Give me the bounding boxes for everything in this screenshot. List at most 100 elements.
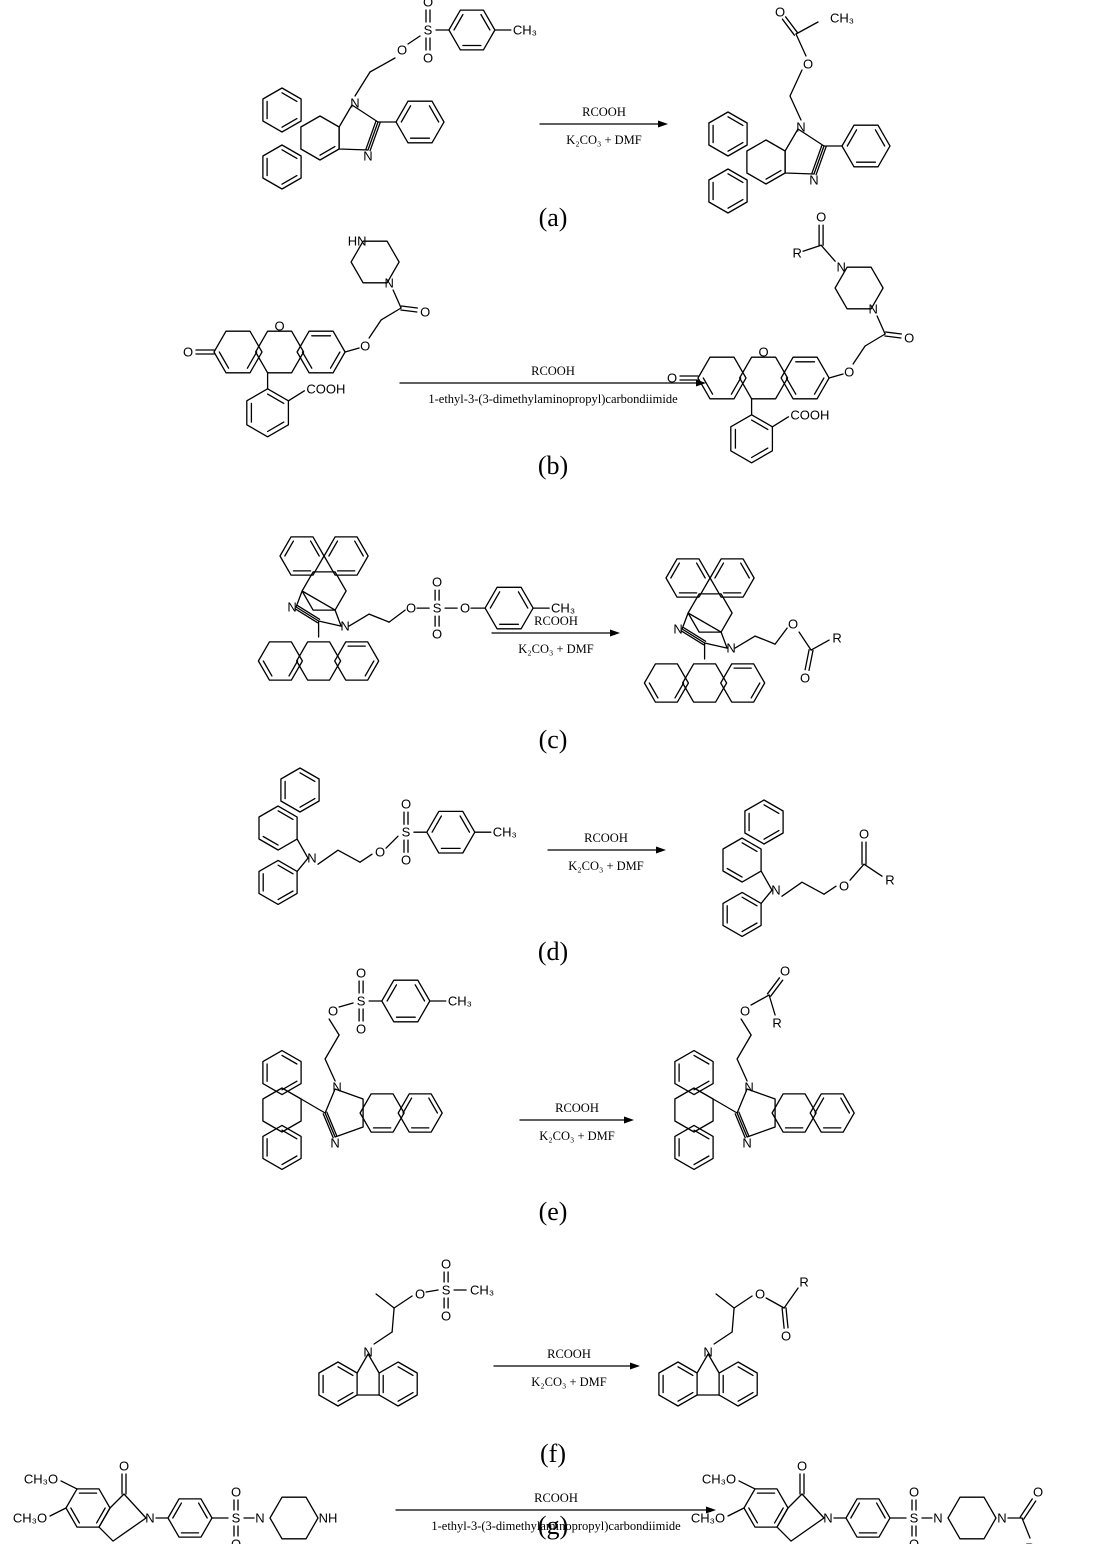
arrow-head xyxy=(610,629,620,637)
carboxyl-group: COOH xyxy=(306,381,345,396)
bond xyxy=(852,345,866,365)
aromatic-ring xyxy=(665,558,711,598)
bond xyxy=(296,838,309,859)
aromatic-double-bond xyxy=(648,682,659,699)
aromatic-double-bond xyxy=(741,896,758,907)
piperazine-ring xyxy=(834,266,884,310)
aromatic-double-bond xyxy=(301,351,313,369)
double-bond xyxy=(734,1113,746,1139)
sulfonyl-oxygen: O xyxy=(356,1022,366,1037)
bond xyxy=(760,889,773,905)
aromatic-ring xyxy=(254,330,305,374)
carbonyl-oxygen: O xyxy=(183,345,193,360)
carbonyl-oxygen: O xyxy=(781,1329,791,1344)
aromatic-ring xyxy=(334,641,380,681)
ring-oxygen: O xyxy=(275,319,285,334)
aromatic-ring xyxy=(743,1488,789,1528)
bond xyxy=(60,1480,78,1490)
aromatic-double-bond xyxy=(714,562,725,579)
aromatic-double-bond xyxy=(70,1507,81,1524)
nitrogen-atom: N xyxy=(726,641,735,656)
aromatic-ring xyxy=(681,663,728,703)
panel-label: (f) xyxy=(540,1439,566,1468)
oxygen-atom: O xyxy=(397,43,407,58)
bond xyxy=(828,373,844,379)
double-bond xyxy=(365,120,377,150)
bond xyxy=(354,71,371,97)
sulfonyl-oxygen: O xyxy=(909,1537,919,1544)
ether-oxygen: O xyxy=(406,601,416,616)
double-bond xyxy=(781,1307,785,1329)
sulfur-atom: S xyxy=(442,1283,451,1298)
ether-oxygen: O xyxy=(375,845,385,860)
double-bond xyxy=(766,977,781,995)
five-membered-ring xyxy=(98,1493,147,1542)
aromatic-double-bond xyxy=(266,421,285,433)
aromatic-double-bond xyxy=(281,149,298,160)
sulfonyl-oxygen: O xyxy=(441,1257,451,1272)
aromatic-double-bond xyxy=(693,1155,710,1166)
bond xyxy=(373,1331,393,1345)
aromatic-double-bond xyxy=(414,984,426,1002)
aromatic-ring xyxy=(730,414,774,464)
nitrogen-atom: N xyxy=(340,619,349,634)
aromatic-ring xyxy=(809,1093,855,1133)
methoxy-group: CH₃O xyxy=(691,1511,725,1526)
double-bond xyxy=(294,608,319,624)
aromatic-double-bond xyxy=(337,1391,354,1402)
bond xyxy=(317,849,339,865)
nitrogen-atom: N xyxy=(287,600,296,615)
aromatic-ring xyxy=(262,144,302,190)
methyl-group: CH₃ xyxy=(470,1283,494,1298)
bond xyxy=(736,1034,752,1060)
aromatic-double-bond xyxy=(262,660,273,677)
aromatic-ring xyxy=(841,124,891,168)
aromatic-ring xyxy=(213,330,263,374)
double-bond xyxy=(680,630,705,646)
bond xyxy=(324,1058,336,1082)
aromatic-double-bond xyxy=(172,1502,183,1519)
bond xyxy=(393,1295,413,1309)
nitrogen-atom: N xyxy=(933,1511,942,1526)
bond xyxy=(863,863,883,877)
five-membered-ring xyxy=(784,128,825,175)
aromatic-double-bond xyxy=(400,105,412,123)
carbonyl-oxygen: O xyxy=(667,371,677,386)
sulfonyl-oxygen: O xyxy=(401,853,411,868)
r-group: R xyxy=(772,1016,781,1031)
aromatic-ring xyxy=(258,859,298,906)
amine-nh: NH xyxy=(319,1511,338,1526)
bond xyxy=(715,1293,735,1309)
aromatic-double-bond xyxy=(281,1080,298,1091)
bond xyxy=(750,994,770,1006)
sulfonyl-oxygen: O xyxy=(423,0,433,10)
bond xyxy=(781,881,803,897)
bond xyxy=(801,881,825,895)
piperazine-ring xyxy=(947,1496,997,1540)
ether-oxygen: O xyxy=(360,339,370,354)
reagent-bottom: K₂CO₃ + DMF xyxy=(568,859,644,873)
nitrogen-atom: N xyxy=(744,1080,753,1095)
bond xyxy=(734,635,756,649)
sulfur-atom: S xyxy=(232,1511,241,1526)
arrow-head xyxy=(630,1362,640,1370)
bond xyxy=(820,244,836,262)
bond xyxy=(359,853,373,863)
aromatic-ring xyxy=(746,139,786,185)
aromatic-ring xyxy=(687,593,733,633)
reagent-bottom: K₂CO₃ + DMF xyxy=(539,1129,615,1143)
bond xyxy=(760,870,773,891)
aromatic-double-bond xyxy=(693,1054,710,1065)
bond xyxy=(765,1297,785,1309)
aromatic-ring xyxy=(378,1361,418,1407)
double-bond xyxy=(400,305,419,309)
aromatic-ring xyxy=(738,356,789,400)
double-bond xyxy=(369,122,381,152)
nitrogen-atom: N xyxy=(771,883,780,898)
reagent-top: RCOOH xyxy=(531,364,575,378)
reagent-top: RCOOH xyxy=(555,1101,599,1115)
double-bond xyxy=(781,18,796,36)
aromatic-double-bond xyxy=(840,1097,851,1114)
